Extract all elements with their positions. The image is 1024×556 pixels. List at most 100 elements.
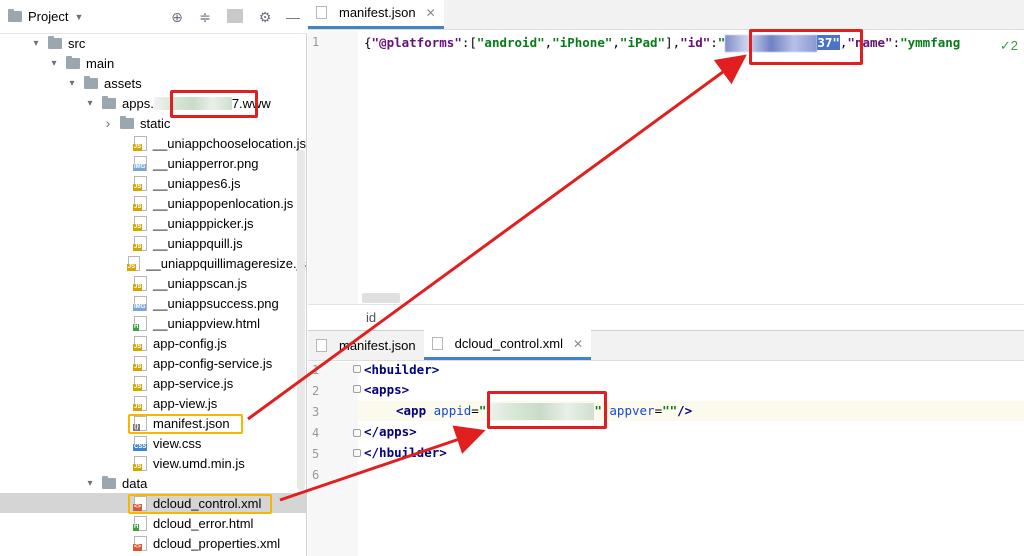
fold-marker-icon[interactable] xyxy=(353,449,361,457)
tree-file[interactable]: JS__uniappes6.js xyxy=(0,173,306,193)
tree-item-label: dcloud_error.html xyxy=(153,515,254,531)
folder-icon xyxy=(66,55,80,69)
tab-label: dcloud_control.xml xyxy=(454,336,563,351)
tree-item-label: __uniappchooselocation.js xyxy=(152,135,306,151)
line-number: 2 xyxy=(312,384,320,398)
collapse-icon[interactable]: ≑ xyxy=(199,9,211,25)
css-file-icon: CSS xyxy=(133,435,148,451)
tab-manifest-json-2[interactable]: manifest.json xyxy=(308,330,424,360)
xml-file-icon xyxy=(431,337,443,350)
xml-line-2[interactable]: <apps> xyxy=(364,382,410,397)
tree-folder[interactable]: ▾main xyxy=(0,53,306,73)
fold-marker-icon[interactable] xyxy=(353,429,361,437)
tree-file[interactable]: JS __uniappchooselocation.js xyxy=(0,133,306,153)
editor-top-hscrollbar[interactable] xyxy=(362,293,400,303)
editor-top-gutter: 1 xyxy=(308,31,358,304)
tree-item-label: data xyxy=(122,475,148,491)
line-number: 5 xyxy=(312,447,320,461)
js-file-icon: JS xyxy=(133,335,147,351)
js-file-icon: JS xyxy=(133,195,147,211)
tree-folder[interactable]: ▾apps.7.www xyxy=(0,93,306,113)
folder-icon xyxy=(102,95,116,109)
line-number: 1 xyxy=(312,363,320,377)
project-view-selector[interactable]: Project ▼ xyxy=(0,9,83,24)
tree-folder[interactable]: › static xyxy=(0,113,306,133)
editor-top: manifest.json ✕ 1 {"@platforms":["androi… xyxy=(308,0,1024,330)
tree-folder[interactable]: ▾ src xyxy=(0,33,306,53)
tree-file[interactable]: <> dcloud_control.xml xyxy=(0,493,306,513)
annotation-box-control-appid xyxy=(487,391,607,429)
tree-file[interactable]: IMG__uniappsuccess.png xyxy=(0,293,306,313)
tree-item-label: __uniappscan.js xyxy=(153,275,247,291)
tree-item-label: dcloud_control.xml xyxy=(153,495,262,511)
xml-line-4[interactable]: </apps> xyxy=(364,424,417,439)
js-file-icon: JS xyxy=(132,135,147,151)
close-icon[interactable]: ✕ xyxy=(572,336,584,351)
chevron-down-icon[interactable]: ▾ xyxy=(69,77,75,89)
tree-item-label: app-service.js xyxy=(153,375,234,391)
tree-item-label: src xyxy=(68,35,86,51)
js-file-icon: JS xyxy=(133,375,147,391)
xml-file-icon: <> xyxy=(133,495,147,511)
xml-line-1[interactable]: <hbuilder> xyxy=(364,362,440,377)
js-file-icon: JS xyxy=(133,355,147,371)
annotation-box-manifest-id xyxy=(749,29,863,65)
chevron-down-icon[interactable]: ▾ xyxy=(51,57,57,69)
tree-item-label: dcloud_properties.xml xyxy=(153,535,281,551)
annotation-box-manifest-file xyxy=(128,414,243,434)
fold-marker-icon[interactable] xyxy=(353,365,361,373)
fold-marker-icon[interactable] xyxy=(353,385,361,393)
tree-file[interactable]: <>dcloud_properties.xml xyxy=(0,533,306,553)
chevron-right-icon[interactable]: › xyxy=(105,115,111,131)
tree-item-label: assets xyxy=(104,75,142,91)
tree-item-label: view.umd.min.js xyxy=(153,455,245,471)
close-icon[interactable]: ✕ xyxy=(425,5,436,20)
tree-file[interactable]: JS__uniappquillimageresize.js xyxy=(0,253,306,273)
html-file-icon: H xyxy=(133,515,147,531)
folder-icon xyxy=(120,115,134,129)
json-file-icon: {} xyxy=(133,415,147,431)
annotation-box-dcloud-control-file xyxy=(128,494,272,514)
editor-bottom-tabbar: manifest.json dcloud_control.xml ✕ xyxy=(308,330,1024,361)
tree-file[interactable]: JS app-service.js xyxy=(0,373,306,393)
chevron-down-icon: ▼ xyxy=(74,11,84,22)
tree-folder[interactable]: ▾ data xyxy=(0,473,306,493)
project-tree-scrollbar[interactable] xyxy=(297,150,305,490)
line-number: 3 xyxy=(312,405,320,419)
xml-line-5[interactable]: </hbuilder> xyxy=(364,445,447,460)
tree-file[interactable]: {} manifest.json xyxy=(0,413,306,433)
editor-top-tabbar: manifest.json ✕ xyxy=(308,0,1024,30)
tree-item-label: static xyxy=(140,115,171,131)
tree-file[interactable]: JS__uniapppicker.js xyxy=(0,213,306,233)
target-icon[interactable]: ⊕ xyxy=(171,9,183,25)
folder-icon xyxy=(102,475,116,489)
js-file-icon: JS xyxy=(133,395,147,411)
tab-dcloud-control-xml[interactable]: dcloud_control.xml ✕ xyxy=(423,330,592,360)
gear-icon[interactable]: ⚙ xyxy=(258,9,272,25)
tree-file[interactable]: H__uniappview.html xyxy=(0,313,306,333)
tree-file[interactable]: JS__uniappopenlocation.js xyxy=(0,193,306,213)
chevron-down-icon[interactable]: ▾ xyxy=(33,37,39,49)
tree-file[interactable]: JS__uniappquill.js xyxy=(0,233,306,253)
tree-file[interactable]: IMG__uniapperror.png xyxy=(0,153,306,173)
annotation-box-apps-folder xyxy=(170,90,258,118)
chevron-down-icon[interactable]: ▾ xyxy=(87,477,93,489)
tree-folder[interactable]: ▾ assets xyxy=(0,73,306,93)
tree-file[interactable]: JS__uniappscan.js xyxy=(0,273,306,293)
tree-item-label: __uniappquillimageresize.js xyxy=(146,255,306,271)
chevron-down-icon[interactable]: ▾ xyxy=(87,97,93,109)
check-icon: ✓2 xyxy=(999,38,1018,53)
minimize-icon[interactable]: — xyxy=(286,9,300,25)
js-file-icon: JS xyxy=(133,235,147,251)
tree-item-label: manifest.json xyxy=(153,415,230,431)
editor-breadcrumb[interactable]: id xyxy=(308,304,1024,330)
tab-manifest-json[interactable]: manifest.json ✕ xyxy=(308,0,444,29)
manifest-code-line[interactable]: {"@platforms":["android","iPhone","iPad"… xyxy=(364,35,961,52)
